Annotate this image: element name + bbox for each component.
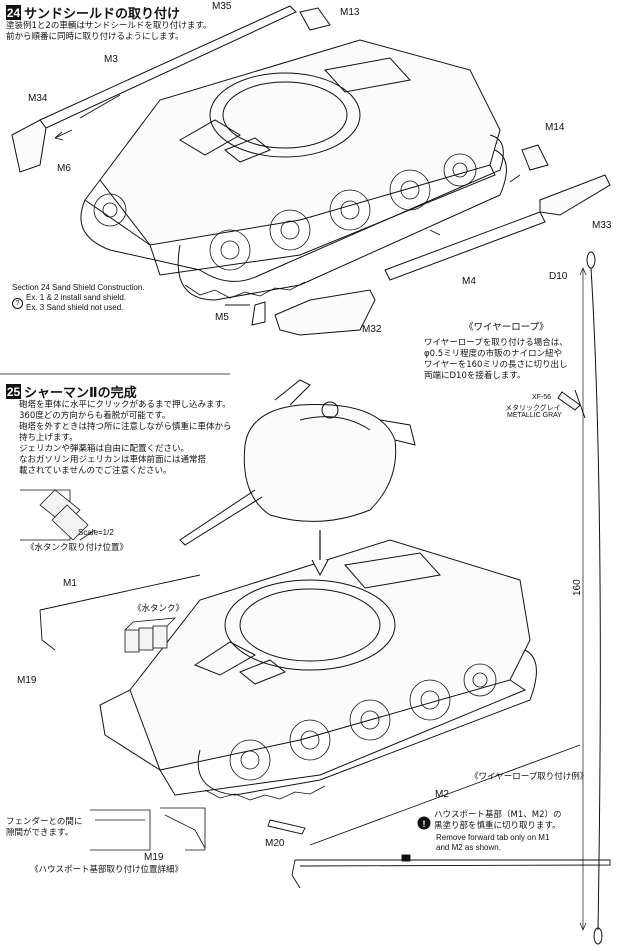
housing-note-jp: ハウスポート基部（M1、M2）の 黒塗り部を慎重に切り取ります。 (434, 810, 562, 832)
part-m32: M32 (362, 324, 382, 335)
housing-rods (39, 574, 611, 889)
part-m6: M6 (57, 163, 71, 174)
water-tank-position-label: 《水タンク取り付け位置》 (26, 543, 129, 553)
paint-name-en: METALLIC GRAY (507, 412, 562, 419)
part-d10: D10 (549, 271, 568, 282)
part-m3: M3 (104, 54, 118, 65)
step25-note-line: 砲塔を外すときは持つ所に注意しながら慎重に車体から (19, 422, 232, 432)
step24-english-title: Section 24 Sand Shield Construction. (12, 283, 145, 292)
housing-note-en-line: Remove forward tab only on M1 (436, 833, 550, 842)
step25-note: 砲塔を車体に水平にクリックがあるまで押し込みます。 360度どの方向からも着脱が… (19, 400, 232, 477)
sand-shield-upper-left (11, 5, 331, 173)
step25-title: シャーマンⅡの完成 (24, 386, 137, 401)
step25-note-line: 360度どの方向からも着脱が可能です。 (19, 411, 171, 421)
step25-note-line: なおガソリン用ジェリカンは車体前面には通常搭 (19, 455, 207, 465)
housing-note-jp-line: 黒塗り部を慎重に切り取ります。 (434, 821, 561, 831)
part-m35: M35 (212, 1, 232, 12)
step24-note-line: 前から順番に同時に取り付けるようにします。 (6, 32, 184, 42)
step25-number: 25 (6, 384, 21, 399)
paint-code: XF-56 (532, 394, 552, 401)
step24-heading: 24 サンドシールドの取り付け (6, 3, 180, 22)
housing-note-jp-line: ハウスポート基部（M1、M2）の (434, 810, 562, 820)
part-m33: M33 (592, 220, 612, 231)
wire-rope-line: ワイヤーを160ミリの長さに切り出し (424, 360, 568, 370)
step25-note-line: 砲塔を車体に水平にクリックがあるまで押し込みます。 (19, 400, 231, 410)
upper-tank-drawing (80, 39, 507, 301)
inset-scale: Scale=1/2 (78, 528, 114, 537)
caution-badge (417, 816, 431, 830)
housing-note-en-line: and M2 as shown. (436, 843, 501, 852)
wire-rope-drawing (557, 251, 603, 945)
step24-title: サンドシールドの取り付け (24, 7, 181, 22)
step24-english-line: Ex. 1 & 2 install sand shield. (26, 293, 127, 302)
step25-note-line: 載されていませんのでご注意ください。 (19, 466, 172, 476)
wire-rope-line: 両端にD10を接着します。 (424, 371, 526, 381)
fender-gap-line: 隙間ができます。 (6, 828, 74, 838)
part-m19-upper: M19 (17, 675, 37, 686)
step25-note-line: 持ち上げます。 (19, 433, 78, 443)
sand-shield-upper-right (251, 144, 611, 336)
step24-english-line: Ex. 3 Sand shield not used. (26, 303, 124, 312)
part-m4: M4 (462, 276, 476, 287)
step24-number: 24 (6, 5, 21, 20)
paint-name-jp: メタリックグレイ (505, 405, 561, 412)
part-m5: M5 (215, 312, 229, 323)
water-tank-cans (124, 617, 177, 653)
step24-note: 塗装例1と2の車輌はサンドシールドを取り付けます。 前から順番に同時に取り付ける… (6, 21, 211, 43)
part-m2: M2 (435, 789, 449, 800)
step25-note-line: ジェリカンや弾薬箱は自由に配置ください。 (19, 444, 190, 454)
wire-rope-line: φ0.5ミリ程度の市販のナイロン紐や (424, 349, 563, 359)
housing-detail-label: 《ハウスポート基部取り付け位置詳細》 (30, 865, 184, 875)
part-m34: M34 (28, 93, 48, 104)
dimension-line (579, 267, 587, 931)
wire-rope-title: 《ワイヤーロープ》 (464, 322, 549, 333)
step24-english: Section 24 Sand Shield Construction. ? E… (12, 283, 145, 313)
part-m1: M1 (63, 578, 77, 589)
wire-rope-example-label: 《ワイヤーロープ取り付け例》 (470, 772, 589, 782)
water-tank-inset (20, 489, 96, 541)
part-m14: M14 (545, 122, 565, 133)
part-m20: M20 (265, 838, 285, 849)
step24-note-line: 塗装例1と2の車輌はサンドシールドを取り付けます。 (6, 21, 212, 31)
wire-rope-note: ワイヤーロープを取り付ける場合は、 φ0.5ミリ程度の市販のナイロン紐や ワイヤ… (424, 338, 568, 382)
fender-gap-note: フェンダーとの間に 隙間ができます。 (6, 817, 82, 839)
fender-gap-line: フェンダーとの間に (6, 817, 83, 827)
step25-heading: 25 シャーマンⅡの完成 (6, 382, 137, 401)
lower-tank-drawing (99, 530, 537, 801)
housing-note-en: Remove forward tab only on M1 and M2 as … (436, 833, 549, 853)
wire-rope-length: 160 (572, 579, 583, 596)
info-icon: ? (12, 297, 23, 309)
fender-inset (90, 807, 206, 851)
caution-mark: ! (423, 819, 426, 829)
water-tank-label: 《水タンク》 (133, 604, 185, 614)
part-m19-lower: M19 (144, 852, 164, 863)
part-m13: M13 (340, 7, 360, 18)
wire-rope-line: ワイヤーロープを取り付ける場合は、 (424, 338, 568, 348)
turret-drawing (179, 379, 416, 546)
